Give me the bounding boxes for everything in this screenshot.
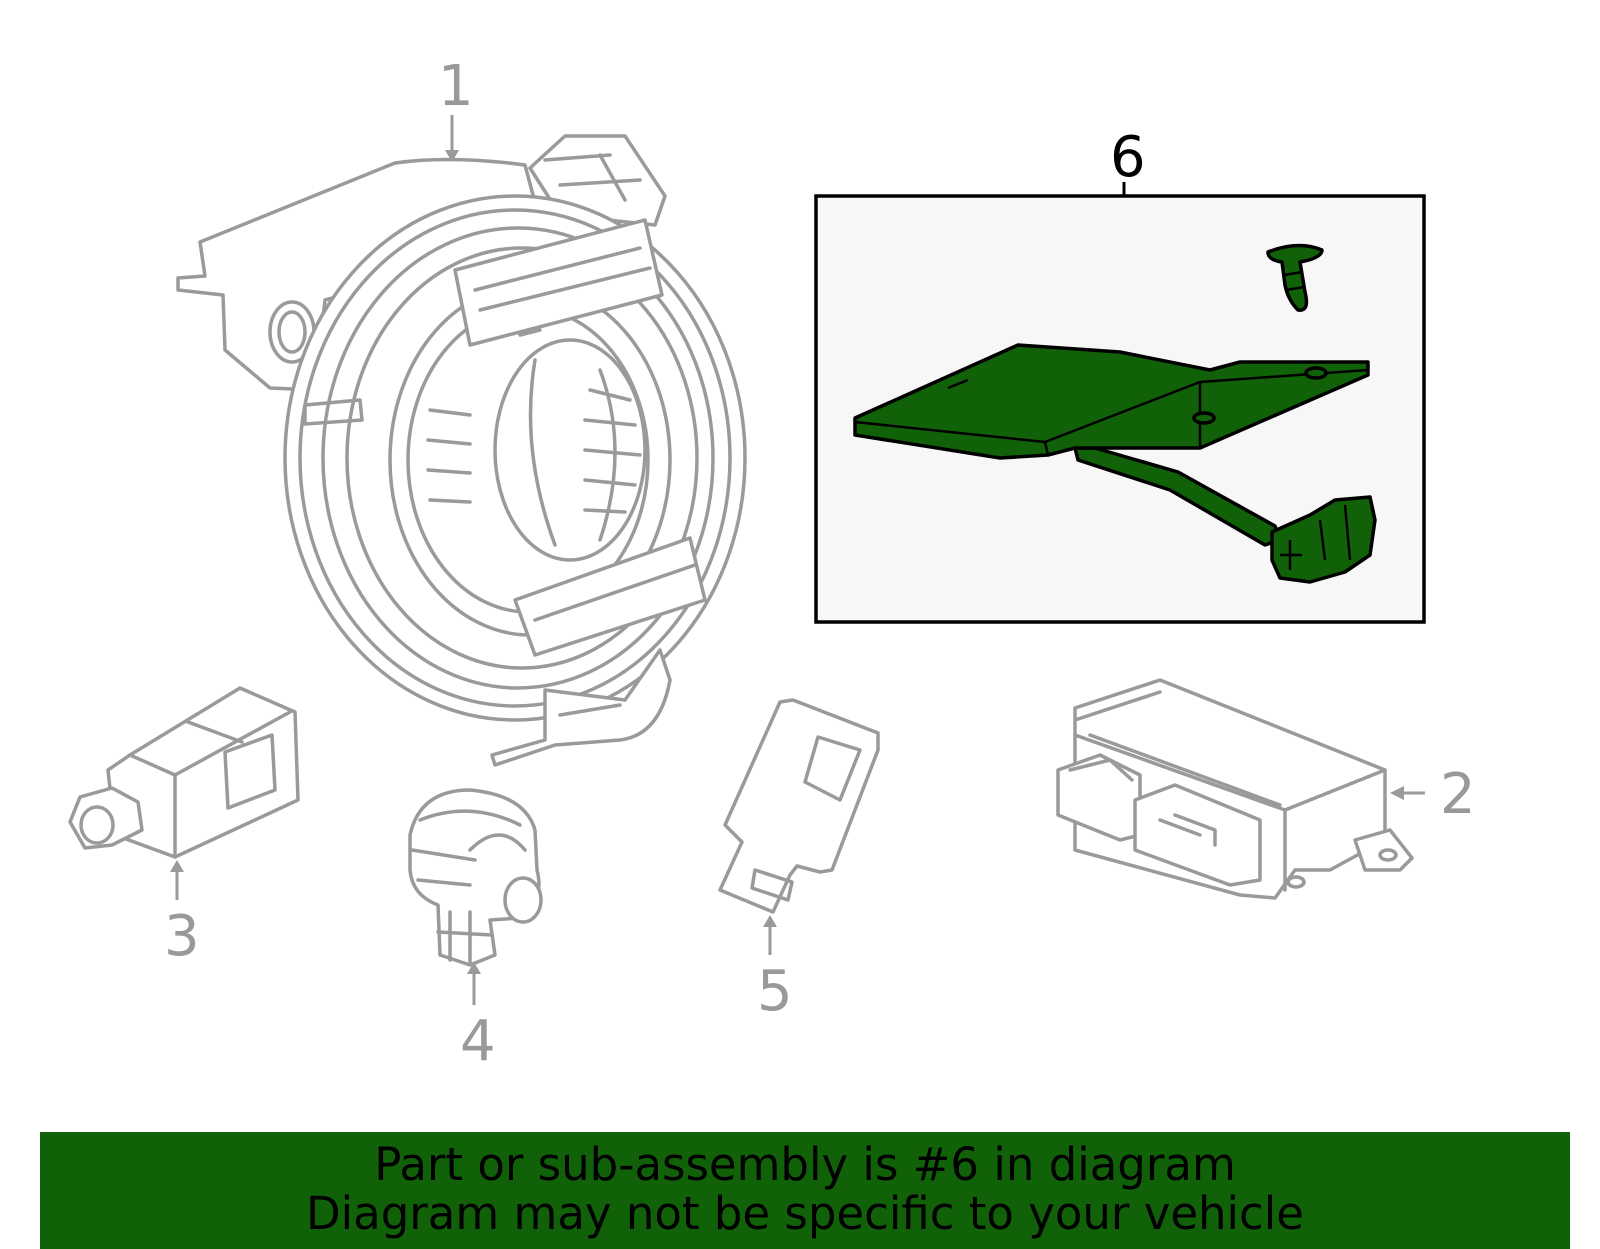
callout-3-leader (170, 860, 184, 900)
part-1-clock-spring[interactable] (176, 134, 747, 767)
callout-2-leader (1390, 786, 1425, 800)
part-2-control-module[interactable] (1056, 678, 1414, 900)
callout-5: 5 (757, 959, 793, 1024)
callout-2: 2 (1440, 762, 1476, 827)
callout-5-leader (763, 915, 777, 955)
callout-3: 3 (164, 904, 200, 969)
banner-line-2: Diagram may not be specific to your vehi… (306, 1187, 1304, 1240)
part-3-impact-sensor[interactable] (68, 686, 300, 859)
banner-line-1: Part or sub-assembly is #6 in diagram (374, 1138, 1236, 1191)
part-5-sensor[interactable] (718, 698, 880, 914)
callout-1-leader (445, 115, 459, 162)
part-4-sensor[interactable] (408, 788, 543, 967)
callout-1: 1 (438, 54, 474, 119)
part-6-highlighted-module[interactable] (853, 243, 1377, 584)
callout-4: 4 (460, 1009, 496, 1074)
callout-4-leader (467, 962, 481, 1005)
callout-6: 6 (1110, 125, 1146, 190)
info-banner: Part or sub-assembly is #6 in diagram Di… (40, 1132, 1570, 1249)
